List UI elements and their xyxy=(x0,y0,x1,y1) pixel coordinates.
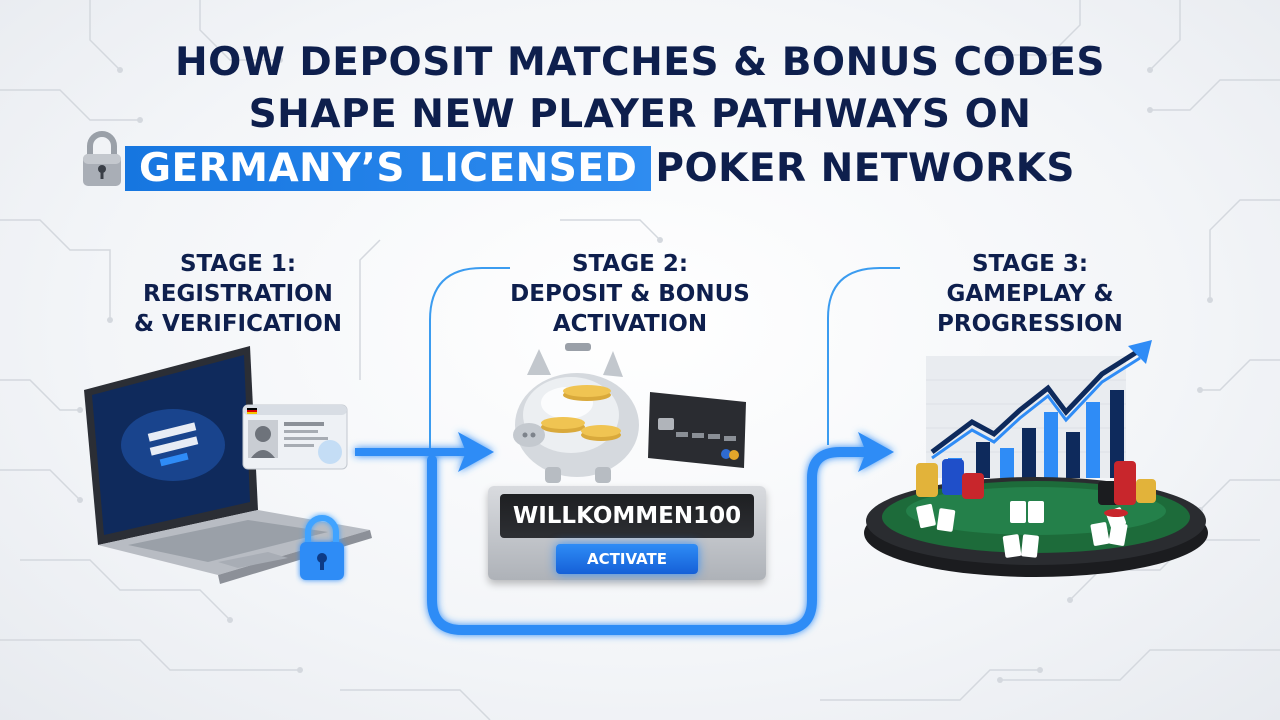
arrow-head-stage-3 xyxy=(858,432,894,472)
main-flow-path xyxy=(355,447,875,635)
stage-1-title-line-1: REGISTRATION xyxy=(143,281,333,307)
credit-card-icon xyxy=(648,392,746,468)
id-card-icon xyxy=(242,404,348,470)
piggy-bank-icon xyxy=(513,343,639,483)
stage-1-title-line-2: & VERIFICATION xyxy=(133,311,343,337)
bonus-code-panel: WILLKOMMEN100 ACTIVATE xyxy=(488,486,766,580)
stage-2-number: STAGE 2: xyxy=(571,251,689,277)
title-line-3-rest: POKER NETWORKS xyxy=(655,146,1076,191)
laptop-icon xyxy=(84,346,372,584)
arrow-head-stage-2 xyxy=(458,432,494,472)
stage-3-title-line-2: PROGRESSION xyxy=(937,311,1123,337)
stage-3-number: STAGE 3: xyxy=(971,251,1089,277)
stage-3-label: STAGE 3: GAMEPLAY & PROGRESSION xyxy=(910,249,1150,339)
lock-icon xyxy=(300,515,344,580)
bonus-code-field[interactable]: WILLKOMMEN100 xyxy=(500,494,754,538)
connector-line-2 xyxy=(827,267,900,445)
padlock-icon xyxy=(83,131,121,186)
stage-3-title-line-1: GAMEPLAY & xyxy=(946,281,1114,307)
stage-2-title-line-1: DEPOSIT & BONUS xyxy=(510,281,750,307)
poker-table-icon xyxy=(864,459,1208,577)
stage-1-label: STAGE 1: REGISTRATION & VERIFICATION xyxy=(118,249,358,339)
title-highlight: GERMANY’S LICENSED xyxy=(125,146,652,191)
title-line-1: HOW DEPOSIT MATCHES & BONUS CODES xyxy=(175,40,1105,85)
stage-2-title-line-2: ACTIVATION xyxy=(552,311,708,337)
activate-button[interactable]: ACTIVATE xyxy=(556,544,698,574)
connector-line-1 xyxy=(429,267,510,450)
stage-1-number: STAGE 1: xyxy=(179,251,297,277)
title-line-2: SHAPE NEW PLAYER PATHWAYS ON xyxy=(248,92,1032,137)
stage-2-label: STAGE 2: DEPOSIT & BONUS ACTIVATION xyxy=(490,249,770,339)
